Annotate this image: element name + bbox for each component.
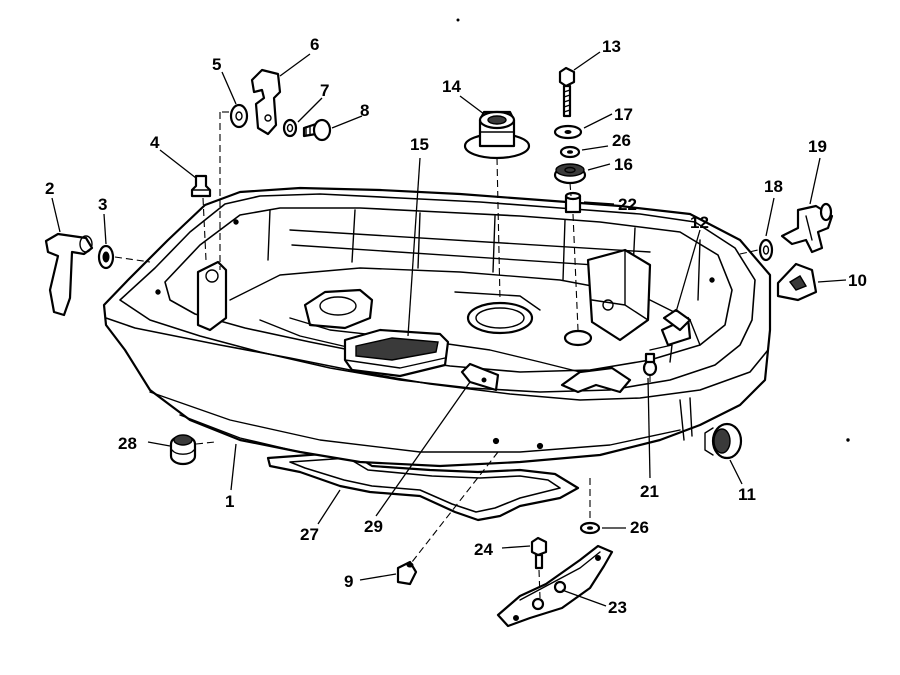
callout-27: 27 <box>300 525 319 544</box>
callout-26-upper: 26 <box>612 131 631 150</box>
callout-29: 29 <box>364 517 383 536</box>
part-23-bracket <box>496 544 614 628</box>
callout-19: 19 <box>808 137 827 156</box>
part-3-washer <box>97 244 115 270</box>
part-26-lower-washer <box>579 521 601 535</box>
part-8-screw <box>302 118 332 142</box>
part-28-grommet <box>169 434 197 466</box>
bottom-seal-plate <box>266 450 580 522</box>
part-21-screw <box>642 352 658 377</box>
part-13-bolt <box>558 66 576 118</box>
part-29-bracket <box>460 362 500 392</box>
callout-5: 5 <box>212 55 221 74</box>
part-6-latch-plate <box>250 68 282 136</box>
interior-details <box>196 248 692 394</box>
part-5-washer <box>229 103 249 129</box>
callout-7: 7 <box>320 81 329 100</box>
callout-10: 10 <box>848 271 867 290</box>
alignment-lines <box>114 111 759 599</box>
part-18-washer <box>758 238 774 262</box>
part-26-upper-washer <box>559 145 581 159</box>
callout-2: 2 <box>45 179 54 198</box>
callout-22: 22 <box>618 195 637 214</box>
part-2-lever <box>44 232 94 317</box>
callout-17: 17 <box>614 105 633 124</box>
part-4-fitting <box>190 174 212 198</box>
part-10-rubber-block <box>776 262 818 302</box>
part-11-grommet <box>704 422 743 460</box>
callout-9: 9 <box>344 572 353 591</box>
part-17-washer <box>553 124 583 140</box>
part-12-clip <box>662 308 692 332</box>
callout-21: 21 <box>640 482 659 501</box>
callout-24: 24 <box>474 540 493 559</box>
callout-3: 3 <box>98 195 107 214</box>
part-15-rubber-pad <box>343 328 450 378</box>
callout-23: 23 <box>608 598 627 617</box>
callout-14: 14 <box>442 77 461 96</box>
callout-8: 8 <box>360 101 369 120</box>
callout-4: 4 <box>150 133 160 152</box>
part-16-grommet <box>553 163 587 185</box>
callout-28: 28 <box>118 434 137 453</box>
callout-1: 1 <box>225 492 234 511</box>
part-22-sleeve <box>564 191 582 214</box>
callout-6: 6 <box>310 35 319 54</box>
callout-labels: 1 2 3 4 5 6 7 8 9 10 11 12 13 14 15 16 1… <box>45 35 867 617</box>
leader-lines <box>51 51 847 607</box>
part-19-cam-lever <box>780 202 834 254</box>
part-24-bolt <box>530 536 548 570</box>
callout-12: 12 <box>690 213 709 232</box>
part-9-plug <box>396 560 418 586</box>
part-7-lockwasher <box>282 118 298 138</box>
callout-16: 16 <box>614 155 633 174</box>
callout-11: 11 <box>738 485 756 504</box>
callout-13: 13 <box>602 37 621 56</box>
part-14-mount-grommet <box>463 110 531 160</box>
callout-18: 18 <box>764 177 783 196</box>
callout-26-lower: 26 <box>630 518 649 537</box>
callout-15: 15 <box>410 135 429 154</box>
